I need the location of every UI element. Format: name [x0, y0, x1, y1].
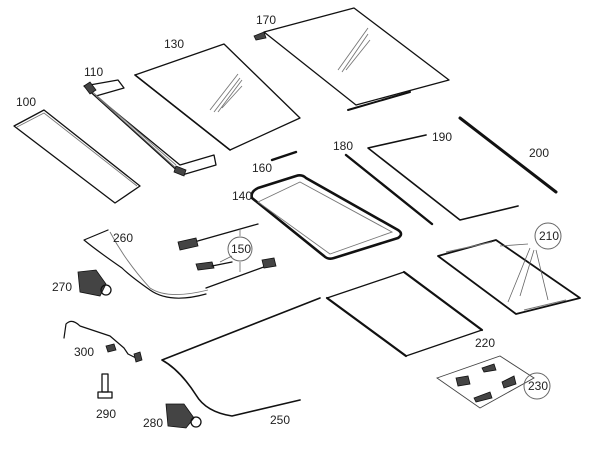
label-190: 190: [432, 130, 452, 144]
label-250: 250: [270, 413, 290, 427]
label-180: 180: [333, 139, 353, 153]
part-270-motor[interactable]: [77, 269, 112, 297]
part-140-frame-seal[interactable]: [250, 174, 403, 260]
label-170: 170: [256, 13, 276, 27]
part-130-glass-panel[interactable]: [134, 43, 301, 151]
label-290: 290: [96, 407, 116, 421]
label-200: 200: [529, 146, 549, 160]
part-200-seal-strip[interactable]: [458, 116, 558, 194]
part-190-seal[interactable]: [367, 134, 519, 221]
part-290-bolt[interactable]: [97, 373, 113, 399]
part-250-drain-seal[interactable]: [161, 297, 321, 417]
label-110: 110: [84, 65, 103, 79]
label-150: 150: [231, 242, 251, 256]
part-300-wiring-harness[interactable]: [63, 320, 143, 363]
part-280-motor[interactable]: [165, 403, 202, 429]
part-150-drive-parts[interactable]: [177, 223, 277, 289]
part-230-clip-kit[interactable]: [436, 355, 551, 409]
label-300: 300: [74, 345, 94, 359]
label-220: 220: [475, 336, 495, 350]
label-230: 230: [528, 379, 548, 393]
label-130: 130: [164, 37, 184, 51]
part-170-rear-glass-panel[interactable]: [253, 7, 450, 111]
part-110-front-frame[interactable]: [83, 79, 217, 177]
label-210: 210: [539, 229, 559, 243]
label-140: 140: [232, 189, 252, 203]
part-260-drive-cable[interactable]: [83, 229, 209, 299]
part-180-guide-rail[interactable]: [344, 153, 434, 226]
label-260: 260: [113, 231, 133, 245]
part-100-deflector-panel[interactable]: [13, 109, 141, 204]
label-270: 270: [52, 280, 72, 294]
part-210-rail-assembly[interactable]: [437, 222, 581, 315]
part-160-seal-strip[interactable]: [270, 150, 298, 162]
label-280: 280: [143, 416, 163, 430]
label-100: 100: [16, 95, 36, 109]
part-220-sunshade[interactable]: [325, 270, 484, 358]
label-160: 160: [252, 161, 272, 175]
